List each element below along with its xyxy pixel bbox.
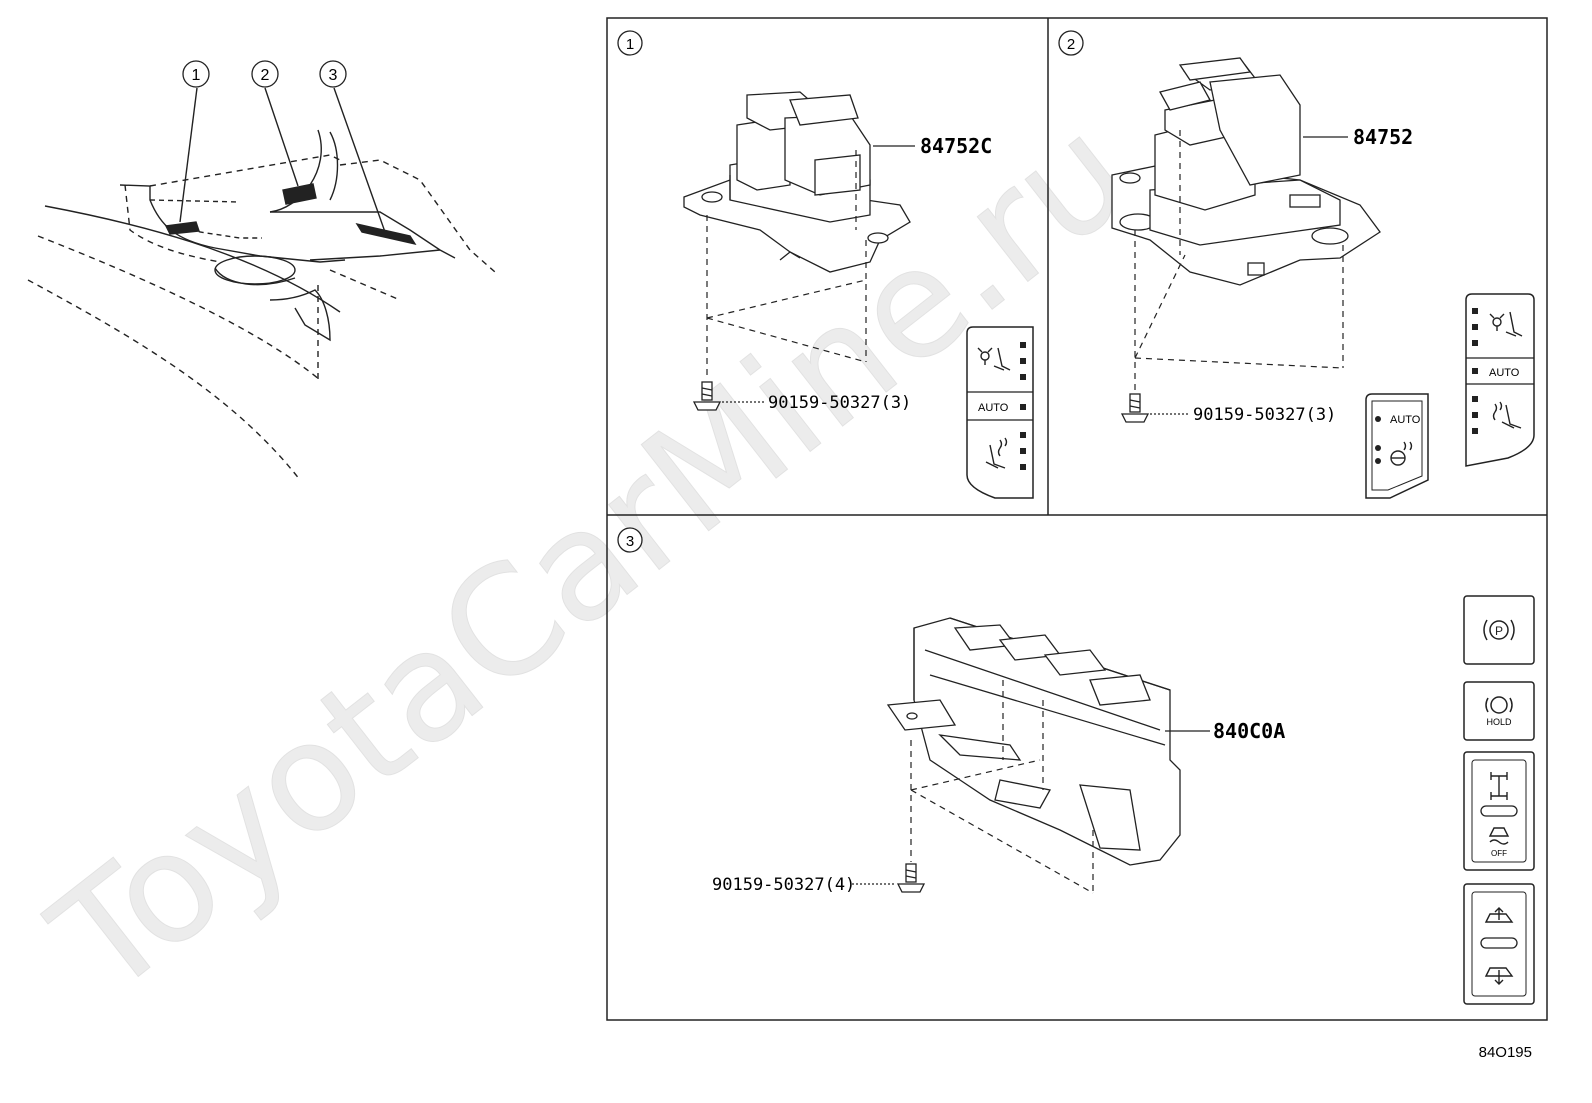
- panel-3: 3: [617, 527, 1535, 1005]
- panel-frames: [606, 17, 1548, 1021]
- part-label-84752C: 84752C: [920, 134, 992, 158]
- seat-switch-face-2: AUTO: [1465, 293, 1535, 467]
- callout-1-label: 1: [192, 67, 201, 84]
- overview-callouts: 1 2 3: [182, 60, 347, 88]
- part-label-84752: 84752: [1353, 125, 1413, 149]
- brake-hold-switch-face: HOLD: [1463, 681, 1535, 741]
- seat-vent-icon: [977, 347, 1011, 371]
- seat-vent-icon-2: [1489, 311, 1523, 337]
- screw-1: [692, 381, 722, 411]
- height-down-icon: [1484, 967, 1514, 985]
- screw-guide-3: [910, 680, 1094, 894]
- svg-text:P: P: [1495, 624, 1503, 638]
- brake-hold-icon: [1485, 696, 1513, 714]
- drive-mode-switch-face: OFF: [1463, 751, 1535, 871]
- parking-brake-icon: P: [1483, 619, 1515, 641]
- screw-label-1: 90159-50327(3): [768, 393, 911, 413]
- seat-heat-icon-2: [1492, 401, 1522, 429]
- seat-switch-face-1: AUTO: [966, 326, 1034, 499]
- screw-label-3: 90159-50327(4): [712, 875, 855, 895]
- seat-heat-icon: [985, 437, 1008, 469]
- screw-3: [896, 863, 926, 893]
- steering-auto-label: AUTO: [1390, 414, 1421, 426]
- height-up-icon: [1484, 907, 1514, 923]
- callout-2-label: 2: [261, 67, 270, 84]
- screw-guide-2: [1134, 130, 1344, 392]
- panel-1: 1: [617, 30, 1034, 499]
- callout-3-label: 3: [329, 67, 338, 84]
- screw-2: [1120, 393, 1150, 423]
- off-label: OFF: [1491, 849, 1507, 858]
- seat-switch-assembly-1: [683, 91, 911, 273]
- panel-2-number: 2: [1067, 36, 1075, 53]
- screw-guide-1: [706, 150, 867, 380]
- parking-brake-switch-face: P: [1463, 595, 1535, 665]
- vehicle-height-switch-face: [1463, 883, 1535, 1005]
- callout-3: 3: [319, 60, 347, 88]
- auto-label-2: AUTO: [1489, 367, 1520, 379]
- steering-heater-switch-face: AUTO: [1365, 393, 1429, 499]
- part-label-840C0A: 840C0A: [1213, 719, 1285, 743]
- seat-switch-assembly-2: [1111, 57, 1381, 286]
- console-overview: [27, 87, 496, 481]
- panel-3-number: 3: [626, 533, 634, 550]
- drive-switch-assembly: [886, 617, 1181, 866]
- hold-label: HOLD: [1486, 717, 1512, 727]
- auto-label-1: AUTO: [978, 402, 1009, 414]
- panel-2: 2: [1058, 30, 1535, 499]
- figure-code: 84O195: [1479, 1044, 1532, 1061]
- steering-heat-icon: [1390, 441, 1413, 466]
- traction-off-icon: [1488, 827, 1510, 845]
- callout-2: 2: [251, 60, 279, 88]
- screw-label-2: 90159-50327(3): [1193, 405, 1336, 425]
- callout-1: 1: [182, 60, 210, 88]
- panel-1-number: 1: [626, 36, 634, 53]
- trail-mode-icon: [1490, 772, 1508, 800]
